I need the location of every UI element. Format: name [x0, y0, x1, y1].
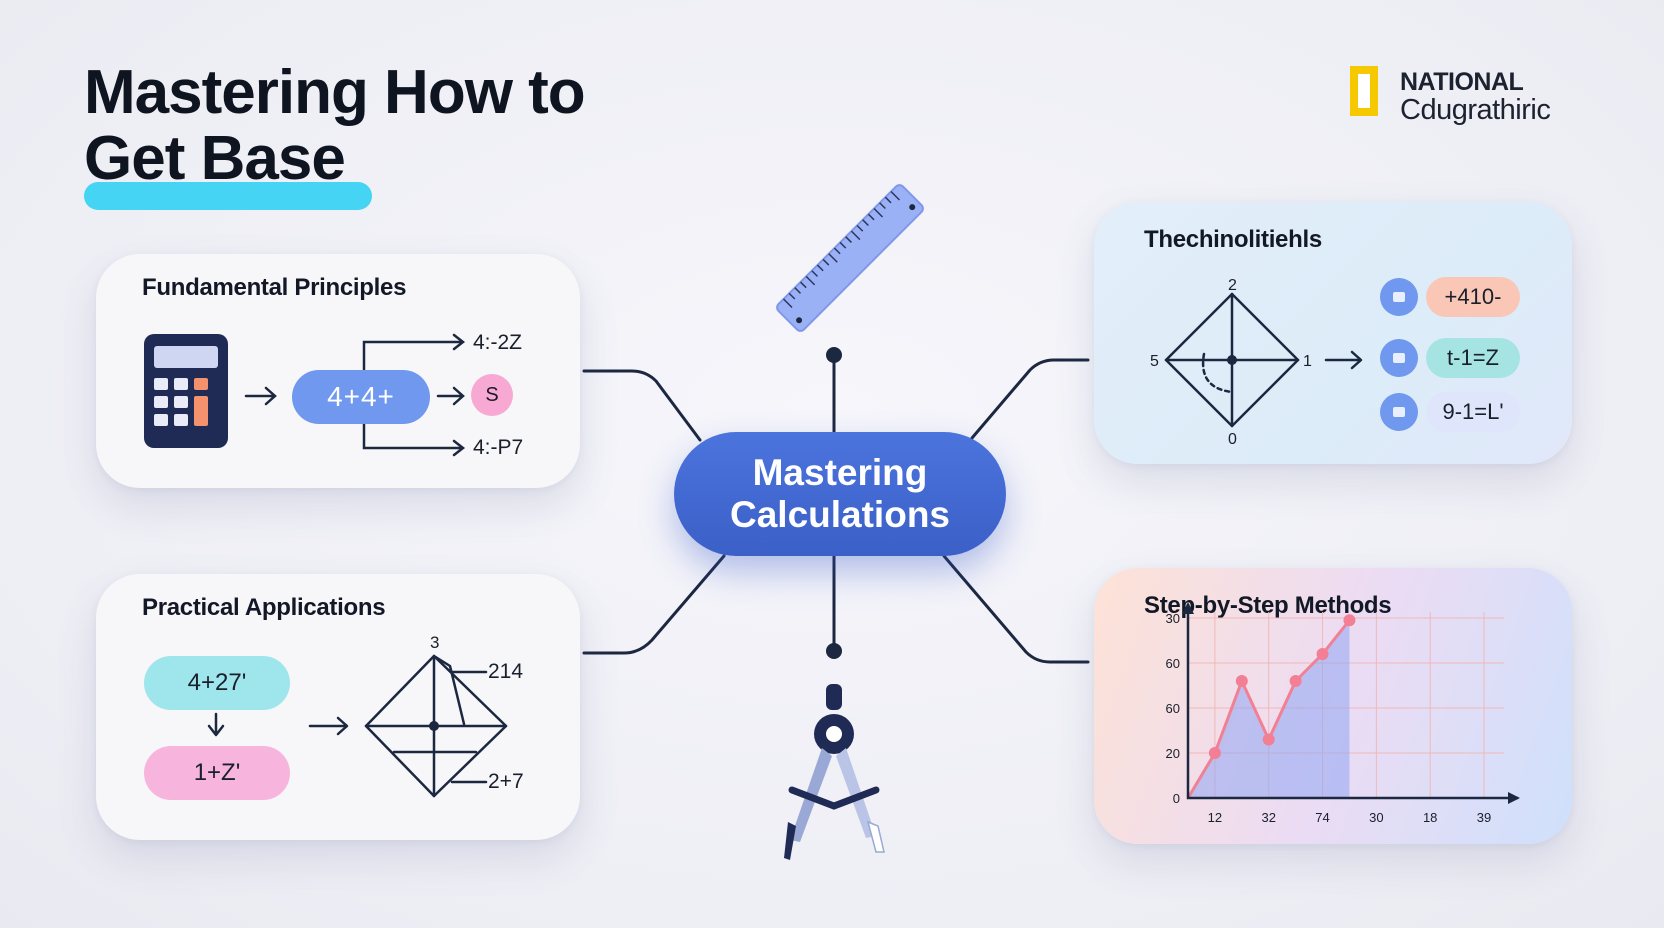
- connector-fundamentals: [582, 369, 702, 442]
- technique-chip-icon: [1380, 393, 1418, 431]
- branch-top-label: 4:-2Z: [473, 331, 523, 354]
- y-tick-label: 60: [1166, 656, 1180, 671]
- data-point: [1262, 733, 1275, 746]
- rhombus-label-left: 5: [1150, 353, 1159, 370]
- connector-practical: [582, 554, 726, 655]
- data-point: [1289, 675, 1302, 687]
- branch-bottom-label: 4:-P7: [473, 436, 524, 459]
- arrow-right-icon: [308, 716, 349, 736]
- chart-axes: [1186, 604, 1518, 800]
- connector-node-top: [826, 347, 842, 363]
- technique-chip-1: +410-: [1426, 277, 1520, 317]
- logo-text-line-1: NATIONAL: [1400, 68, 1524, 96]
- crystal-label-top: 214: [488, 660, 523, 683]
- arrow-right-icon: [436, 386, 465, 406]
- result-badge: S: [471, 374, 513, 416]
- compass-icon: [784, 684, 885, 860]
- expression-pill-bottom: 1+Z': [144, 746, 290, 800]
- arrow-right-icon: [244, 386, 277, 406]
- x-tick-label: 12: [1208, 810, 1222, 825]
- technique-chip-icon: [1380, 278, 1418, 316]
- y-tick-label: 30: [1166, 611, 1180, 626]
- x-tick-label: 30: [1369, 810, 1383, 825]
- rhombus-label-bottom: 0: [1228, 431, 1237, 448]
- x-axis-arrow: [1508, 792, 1520, 804]
- x-tick-label: 39: [1477, 810, 1491, 825]
- y-tick-label: 60: [1166, 701, 1180, 716]
- y-tick-label: 0: [1173, 791, 1180, 806]
- title-line-1: Mastering How to: [84, 58, 586, 127]
- vertex-label: 3: [430, 633, 439, 652]
- y-tick-label: 20: [1166, 746, 1180, 761]
- x-tick-label: 74: [1315, 810, 1329, 825]
- logo-frame-icon: [1350, 66, 1378, 116]
- data-point: [1316, 648, 1329, 660]
- series-area: [1188, 620, 1350, 798]
- data-point: [1208, 747, 1221, 759]
- connector-node-bottom: [826, 643, 842, 659]
- data-point: [1343, 614, 1356, 627]
- title-highlight: [84, 182, 372, 210]
- branch-top: [362, 333, 466, 372]
- technique-chip-2: t-1=Z: [1426, 338, 1520, 378]
- brand-logo: NATIONAL Cdugrathiric: [1350, 64, 1580, 128]
- arrow-down-icon: [207, 712, 225, 737]
- logo-text-line-2: Cdugrathiric: [1400, 94, 1551, 126]
- techniques-title: Thechinolitiehls: [1144, 226, 1322, 253]
- ruler-icon: [776, 184, 924, 332]
- techniques-diagram: 2 5 1 0: [1150, 277, 1363, 448]
- practical-diagram: 3 214 2+7: [207, 633, 524, 798]
- y-axis-arrow: [1182, 602, 1194, 614]
- data-point: [1235, 675, 1248, 687]
- rhombus-label-right: 1: [1303, 353, 1312, 370]
- fundamentals-title: Fundamental Principles: [142, 274, 407, 301]
- connector-techniques: [970, 358, 1090, 440]
- central-hub[interactable]: Mastering Calculations: [674, 432, 1006, 556]
- connector-stepbystep: [942, 554, 1090, 664]
- expression-pill-top: 4+27': [144, 656, 290, 710]
- calculator-icon: [144, 334, 228, 448]
- technique-chip-3: 9-1=L': [1426, 392, 1520, 432]
- title-line-2: Get Base: [84, 124, 346, 193]
- crystal-label-bottom: 2+7: [488, 770, 524, 793]
- stepbystep-chart: 0 20 60 60 30 12 32 74 30 18 39: [1166, 602, 1520, 825]
- rhombus-arc: [1201, 352, 1234, 394]
- hub-label: Mastering Calculations: [730, 452, 950, 535]
- fundamentals-diagram: [144, 333, 466, 457]
- expression-pill: 4+4+: [292, 370, 430, 424]
- x-tick-label: 32: [1261, 810, 1275, 825]
- practical-title: Practical Applications: [142, 594, 386, 621]
- branch-bottom: [362, 422, 466, 457]
- x-tick-label: 18: [1423, 810, 1437, 825]
- arrow-right-icon: [1324, 350, 1363, 370]
- rhombus-label-top: 2: [1228, 277, 1237, 294]
- page-title: Mastering How to Get Base: [84, 58, 586, 193]
- technique-chip-icon: [1380, 339, 1418, 377]
